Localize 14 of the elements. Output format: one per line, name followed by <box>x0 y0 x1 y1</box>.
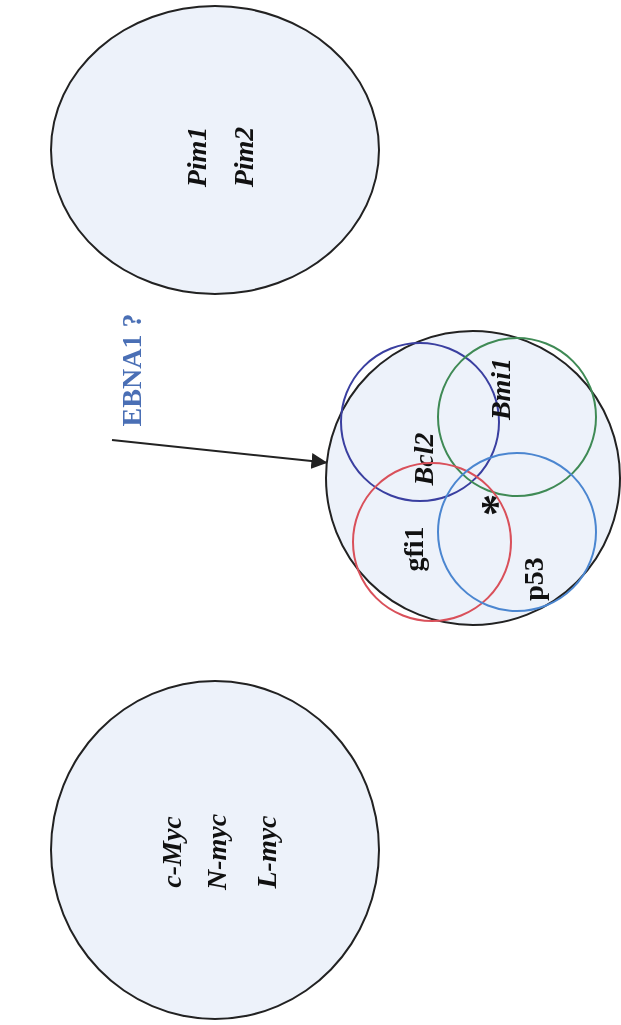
gene-label: Pim2 <box>230 126 258 188</box>
gene-circle <box>437 452 597 612</box>
gene-label: L-myc <box>253 815 281 889</box>
asterisk-mark: * <box>475 494 519 516</box>
gene-label: c-Myc <box>158 816 186 888</box>
gene-label: Bcl2 <box>410 432 438 486</box>
gene-label: N-myc <box>203 813 231 891</box>
question-label: EBNA1 ? <box>118 313 146 427</box>
gene-circle <box>437 337 597 497</box>
arrow <box>111 439 328 469</box>
gene-label: Bmi1 <box>487 357 515 421</box>
gene-label: Pim1 <box>183 126 211 188</box>
gene-label: p53 <box>520 557 548 601</box>
gene-label: gfi1 <box>400 526 428 572</box>
